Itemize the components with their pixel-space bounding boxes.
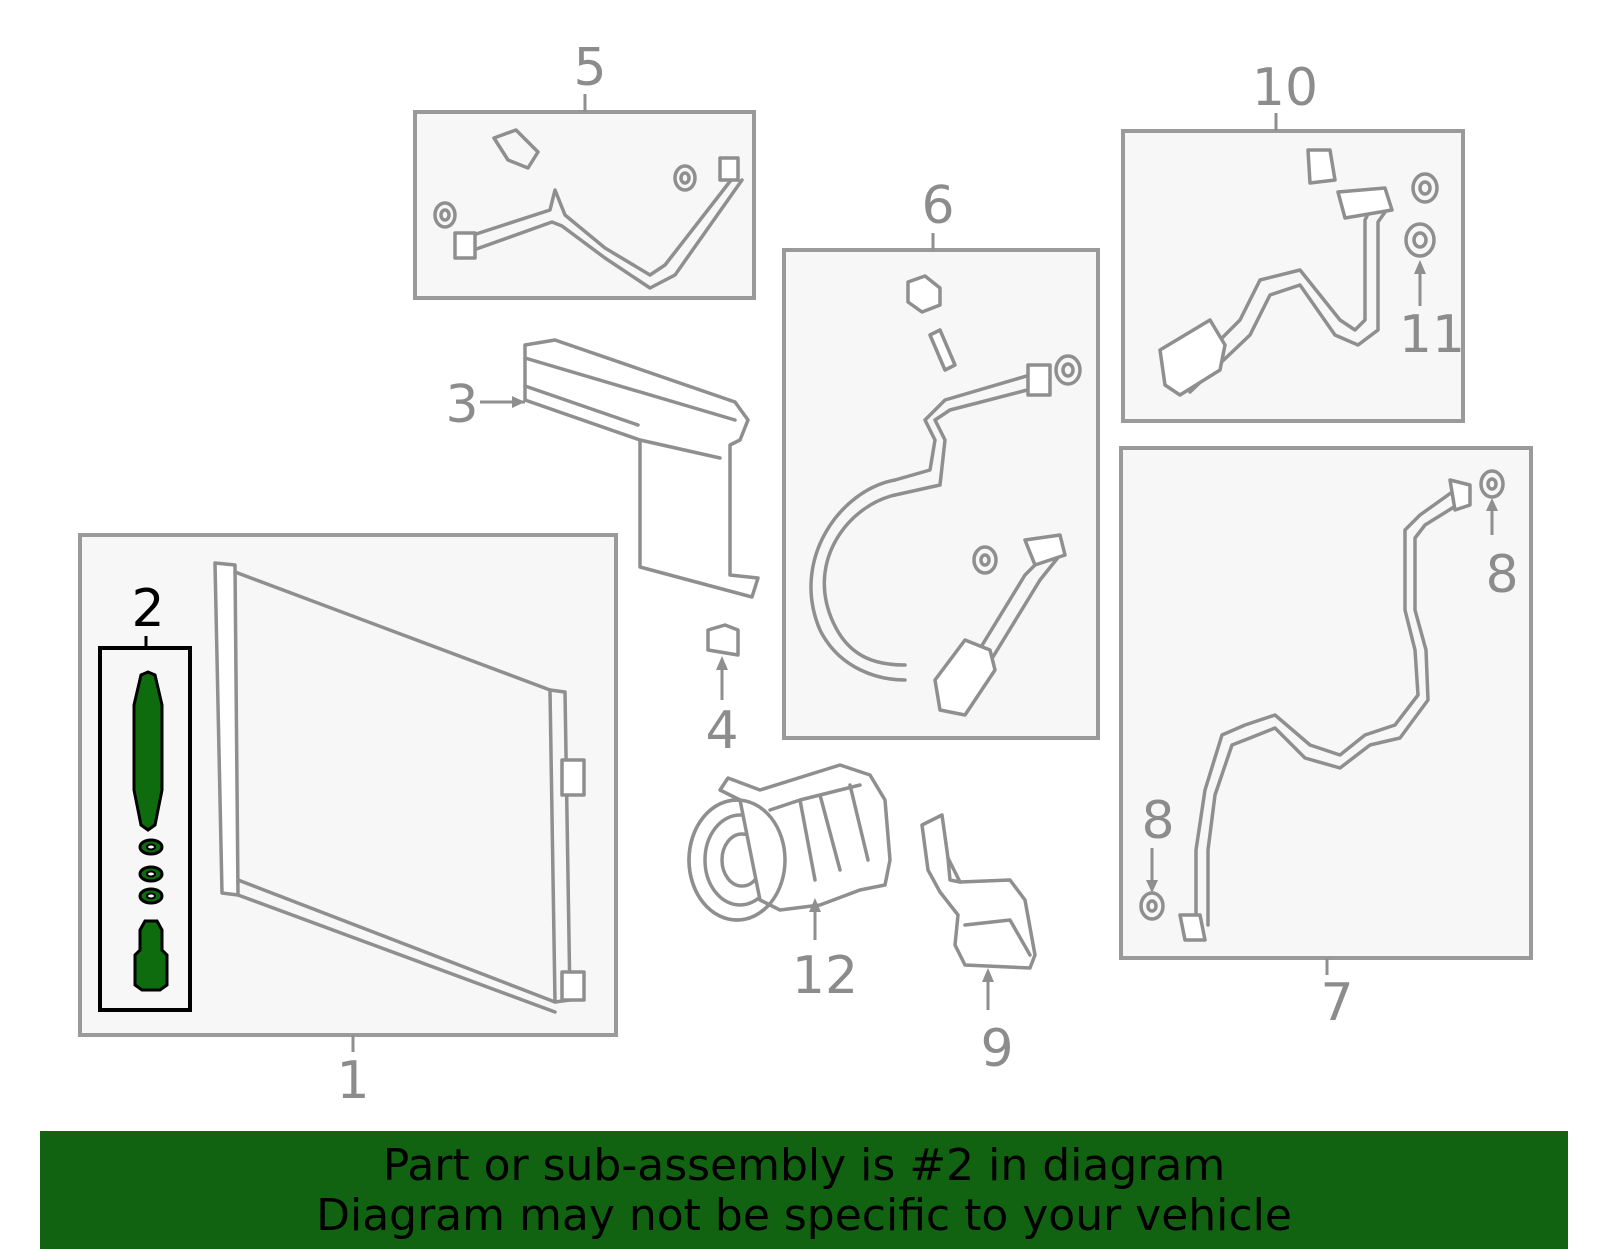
part-1-box [78,533,618,1037]
banner-line-1: Part or sub-assembly is #2 in diagram [382,1140,1226,1191]
callout-8-left: 8 [1141,791,1174,851]
part-6-group[interactable] [782,233,1100,740]
callout-7: 7 [1320,973,1353,1033]
callout-5: 5 [573,38,606,98]
banner-line-2: Diagram may not be specific to your vehi… [316,1190,1292,1241]
callout-9: 9 [980,1019,1013,1079]
part-6-box [782,248,1100,740]
callout-11: 11 [1399,305,1465,365]
callout-1: 1 [336,1051,369,1111]
callout-6: 6 [921,176,954,236]
info-banner: Part or sub-assembly is #2 in diagram Di… [40,1131,1568,1249]
callout-10: 10 [1252,58,1318,118]
callout-12: 12 [792,946,858,1006]
part-9-group[interactable] [920,813,1037,1010]
part-7-group[interactable] [1119,446,1533,975]
callout-4: 4 [705,701,738,761]
part-10-group[interactable] [1121,113,1465,423]
callout-3: 3 [445,375,478,435]
receiver-drier-plug [133,919,169,992]
part-3-group[interactable] [480,338,760,599]
part-5-group[interactable] [413,94,756,300]
part-2-group[interactable] [98,636,192,1012]
part-7-box [1119,446,1533,960]
part-12-group[interactable] [687,763,892,940]
part-4-group[interactable] [706,623,740,700]
receiver-drier-desiccant [132,670,164,832]
part-1-group[interactable] [78,533,618,1052]
callout-2: 2 [131,579,164,639]
part-5-box [413,110,756,300]
callout-8-right: 8 [1485,545,1518,605]
